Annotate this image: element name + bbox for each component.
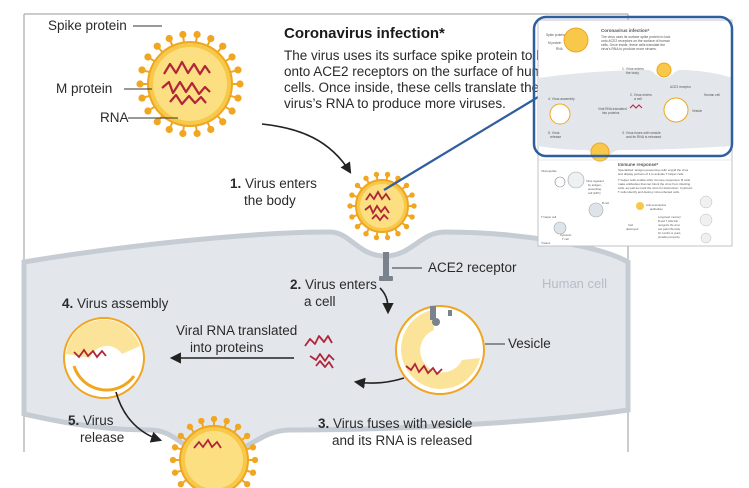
step-3-line-1: 3. Virus fuses with vesicle — [318, 416, 472, 431]
thumb-imm-1: Specialized ‘antigen-presenting cells’ e… — [618, 168, 689, 172]
thumb-antibodies-2: antibodies — [650, 207, 663, 211]
thumb-step5a: 5. Virus — [548, 131, 560, 135]
thumb-human-cell: Human cell — [704, 93, 720, 97]
thumb-desc-3: cells. Once inside, these cells translat… — [601, 43, 665, 47]
thumb-imm-6: T cells identify and destroy virus-infec… — [618, 190, 680, 194]
diagram-title: Coronavirus infection* — [284, 25, 445, 42]
step-5-line-2: release — [80, 430, 124, 445]
thumb-memory-5: for months or years, — [658, 231, 681, 235]
thumb-imm-4: make antibodies that can block the virus… — [618, 182, 691, 186]
description-line-4: virus’s RNA to produce more viruses. — [284, 96, 506, 111]
thumb-thelper: T helper cell — [541, 215, 557, 219]
thumb-step4: 4. Virus assembly — [548, 97, 575, 101]
thumb-memory-6: providing immunity. — [658, 235, 680, 239]
step-5-line-1: 5. Virus — [68, 413, 114, 428]
thumb-step1a: 1. Virus enters — [622, 67, 644, 71]
thumb-ingested-4: cell (APC) — [588, 191, 601, 195]
thumb-imm-2: and display portions of it to activate T… — [618, 172, 684, 176]
thumb-desc-1: The virus uses its surface spike protein… — [601, 35, 671, 39]
label-translated-line-1: Viral RNA translated — [176, 323, 297, 338]
thumb-imm-5: cells, as well as mark the virus for des… — [618, 186, 693, 190]
thumb-ingested-1: Virus ingested — [586, 179, 604, 183]
description-line-1: The virus uses its surface spike protein… — [284, 48, 547, 63]
thumbnail-preview: Coronavirus infection* The virus uses it… — [532, 15, 734, 247]
thumb-viral-peptide: Viral peptide — [541, 169, 557, 173]
ace2-receptor — [383, 252, 389, 278]
thumb-bcell: B cell — [602, 201, 609, 205]
thumb-desc-2: onto ACE2 receptors on the surface of hu… — [601, 39, 670, 43]
label-translated-line-2: into proteins — [190, 340, 264, 355]
callout-highlight-box — [532, 15, 734, 158]
thumb-antibodies-1: Anti-coronavirus — [646, 203, 667, 207]
label-vesicle: Vesicle — [508, 336, 551, 351]
thumb-step5b: release — [550, 135, 561, 139]
virus-spikes — [136, 30, 244, 138]
thumb-ace2: ACE2 receptor — [670, 85, 692, 89]
thumb-memory-3: recognize the virus — [658, 223, 680, 227]
thumb-step3a: 3. Virus fuses with vesicle — [622, 131, 661, 135]
label-m-protein: M protein — [56, 81, 112, 96]
callout-pointer-line — [383, 87, 554, 191]
assembly-vesicle — [63, 317, 145, 399]
thumb-vesicle: Vesicle — [692, 109, 702, 113]
step-2-line-1: 2. Virus enters — [290, 277, 377, 292]
arrow-to-release — [115, 391, 163, 443]
vesicle — [395, 305, 485, 395]
step-4-label: 4. Virus assembly — [62, 296, 169, 311]
thumb-ingested-3: presenting — [588, 187, 602, 191]
thumb-step2b: a cell — [634, 97, 642, 101]
virus-releasing — [169, 415, 259, 488]
thumb-m-protein: M protein — [548, 41, 562, 45]
thumb-step2a: 2. Virus enters — [630, 93, 652, 97]
thumb-desc-4: virus’s RNA to produce more viruses. — [601, 47, 657, 51]
label-human-cell: Human cell — [542, 276, 607, 291]
description-line-2: onto ACE2 receptors on the surface of hu… — [284, 64, 551, 79]
step-3-line-2: and its RNA is released — [332, 433, 472, 448]
step-1-line-1: 1. Virus enters — [230, 176, 317, 191]
arrow-to-entry — [261, 123, 352, 174]
thumb-memory-4: can patrol the body — [658, 227, 681, 231]
thumb-spike: Spike protein — [546, 33, 565, 37]
label-spike-protein: Spike protein — [48, 18, 127, 33]
arrow-rna-release — [353, 377, 405, 389]
step-2-line-2: a cell — [304, 294, 336, 309]
thumb-credit: ©nature — [541, 241, 551, 245]
thumb-cytotoxic-2: T cell — [562, 237, 569, 241]
thumb-ingested-2: by antigen- — [588, 183, 602, 187]
thumb-memory-2: B and T cells that — [658, 219, 678, 223]
arrow-to-vesicle — [379, 287, 394, 315]
released-rna — [304, 335, 335, 369]
thumb-cytotoxic-1: Cytotoxic — [560, 233, 572, 237]
thumb-destroyed-1: Cell — [628, 223, 633, 227]
thumb-step3b: and its RNA is released — [626, 135, 661, 139]
label-rna: RNA — [100, 110, 129, 125]
thumb-memory-1: Long-lived ‘memory’ — [658, 215, 682, 219]
thumb-destroyed-2: destroyed — [626, 227, 639, 231]
human-cell — [21, 229, 631, 459]
thumb-title: Coronavirus infection* — [601, 28, 650, 33]
thumb-translated-2: into proteins — [602, 111, 620, 115]
thumb-imm-3: T helper cells enable other immune respo… — [618, 178, 690, 182]
thumb-immune-title: Immune response* — [618, 162, 659, 167]
description-line-3: cells. Once inside, these cells translat… — [284, 80, 539, 95]
thumb-rna: RNA — [556, 47, 564, 51]
thumb-translated-1: Viral RNA translated — [598, 107, 627, 111]
virus-particle-main — [136, 30, 244, 138]
thumb-step1b: the body — [626, 71, 639, 75]
label-ace2-receptor: ACE2 receptor — [428, 260, 517, 275]
step-1-line-2: the body — [244, 193, 296, 208]
